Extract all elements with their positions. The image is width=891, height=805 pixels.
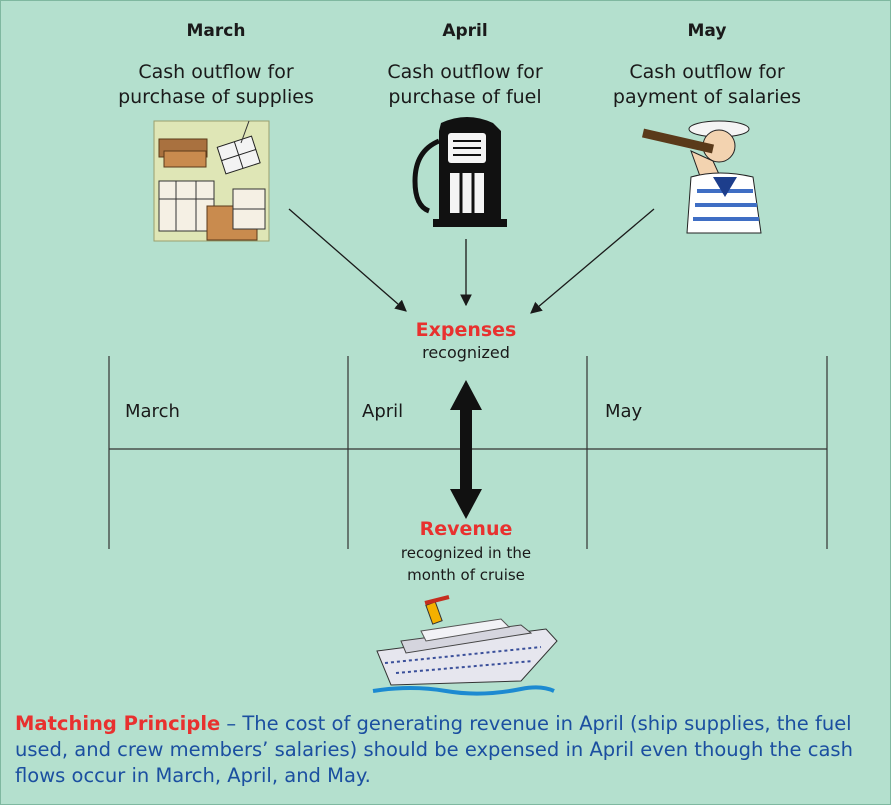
arrow-march-to-expenses <box>288 208 407 312</box>
outflow-line1: Cash outflow for <box>387 61 543 83</box>
matching-principle-note: Matching Principle – The cost of generat… <box>15 711 881 789</box>
expenses-title: Expenses <box>415 319 517 341</box>
outflow-line1: Cash outflow for <box>629 61 785 83</box>
outflow-text-march: Cash outflow for purchase of supplies <box>96 60 336 110</box>
note-title: Matching Principle <box>15 712 221 735</box>
revenue-subtitle-line1: recognized in the <box>400 544 532 562</box>
crates-icon <box>153 120 270 242</box>
revenue-block: Revenue recognized in the month of cruis… <box>366 518 566 586</box>
matching-double-arrow <box>450 380 482 519</box>
outflow-line2: purchase of fuel <box>388 86 542 108</box>
note-body: The cost of generating revenue in April … <box>15 712 853 787</box>
expenses-block: Expenses recognized <box>366 319 566 362</box>
revenue-subtitle-line2: month of cruise <box>407 566 525 584</box>
expenses-subtitle: recognized <box>422 343 510 362</box>
timeline-label-may: May <box>605 401 643 422</box>
outflow-text-may: Cash outflow for payment of salaries <box>587 60 827 110</box>
revenue-title: Revenue <box>419 518 513 540</box>
fuel-pump-icon <box>412 117 507 227</box>
column-month-may: May <box>687 21 727 41</box>
cruise-ship-icon <box>372 595 558 696</box>
column-month-april: April <box>442 21 488 41</box>
arrow-may-to-expenses <box>530 208 655 314</box>
sailor-telescope-icon <box>641 120 762 234</box>
outflow-line2: payment of salaries <box>612 86 802 108</box>
outflow-line1: Cash outflow for <box>138 61 294 83</box>
timeline-label-april: April <box>362 401 404 422</box>
timeline-label-march: March <box>125 401 180 422</box>
outflow-line2: purchase of supplies <box>118 86 314 108</box>
note-dash: – <box>220 712 243 735</box>
outflow-text-april: Cash outflow for purchase of fuel <box>345 60 585 110</box>
column-month-march: March <box>186 21 246 41</box>
